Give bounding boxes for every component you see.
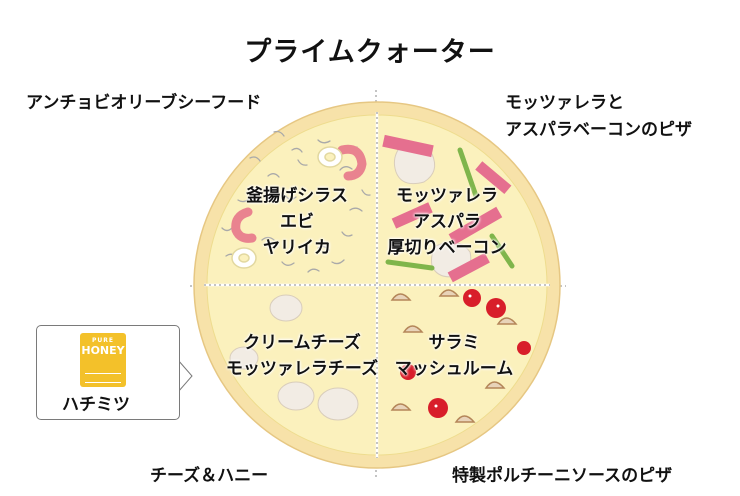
ingredients-seafood: 釜揚げシラス エビ ヤリイカ <box>238 183 356 261</box>
shrimp-topping <box>231 144 367 243</box>
ingredients-porcini: サラミ マッシュルーム <box>385 330 523 382</box>
ingredient-shrimp: エビ <box>280 212 314 232</box>
callout-pointer <box>177 359 193 393</box>
ingredient-mushroom: マッシュルーム <box>394 359 514 379</box>
ingredient-mozzarella-cheese: モッツァレラチーズ <box>225 359 379 379</box>
salami-topping <box>400 289 531 418</box>
honey-brand: PURE <box>92 337 114 344</box>
cream-cheese-topping <box>229 294 359 421</box>
ingredient-asparagus: アスパラ <box>413 212 481 232</box>
ingredient-mozzarella: モッツァレラ <box>396 186 498 206</box>
quarter-name-anchovy-olive-seafood: アンチョビオリーブシーフード <box>26 93 262 113</box>
squid-topping <box>231 146 343 269</box>
ingredient-cream-cheese: クリームチーズ <box>243 333 361 353</box>
honey-name: HONEY <box>81 344 125 357</box>
asparagus-topping <box>385 147 515 271</box>
ingredient-salami: サラミ <box>428 333 480 353</box>
ingredient-shirasu: 釜揚げシラス <box>246 186 348 206</box>
page-title: プライムクォーター <box>244 37 496 68</box>
ingredient-bacon: 厚切りベーコン <box>387 238 507 258</box>
salami-dots <box>434 294 500 408</box>
quarter-name-cheese-honey: チーズ＆ハニー <box>150 466 269 486</box>
honey-jar-icon: PURE HONEY <box>80 333 126 387</box>
quarter-name-line-1: モッツァレラと <box>505 93 624 113</box>
honey-label: ハチミツ <box>62 395 130 415</box>
quarter-name-mozzarella-asparagus-bacon: モッツァレラと アスパラベーコンのピザ <box>505 90 692 144</box>
ingredients-cheese: クリームチーズ モッツァレラチーズ <box>208 330 396 382</box>
bacon-topping <box>382 134 512 283</box>
mushroom-topping <box>390 289 518 423</box>
quarter-name-porcini-sauce: 特製ポルチーニソースのピザ <box>452 466 673 486</box>
quarter-name-line-2: アスパラベーコンのピザ <box>505 120 692 140</box>
ingredient-squid: ヤリイカ <box>263 238 331 258</box>
honey-label-band <box>85 373 121 383</box>
ingredients-mozzarella-bacon: モッツァレラ アスパラ 厚切りベーコン <box>378 183 516 261</box>
